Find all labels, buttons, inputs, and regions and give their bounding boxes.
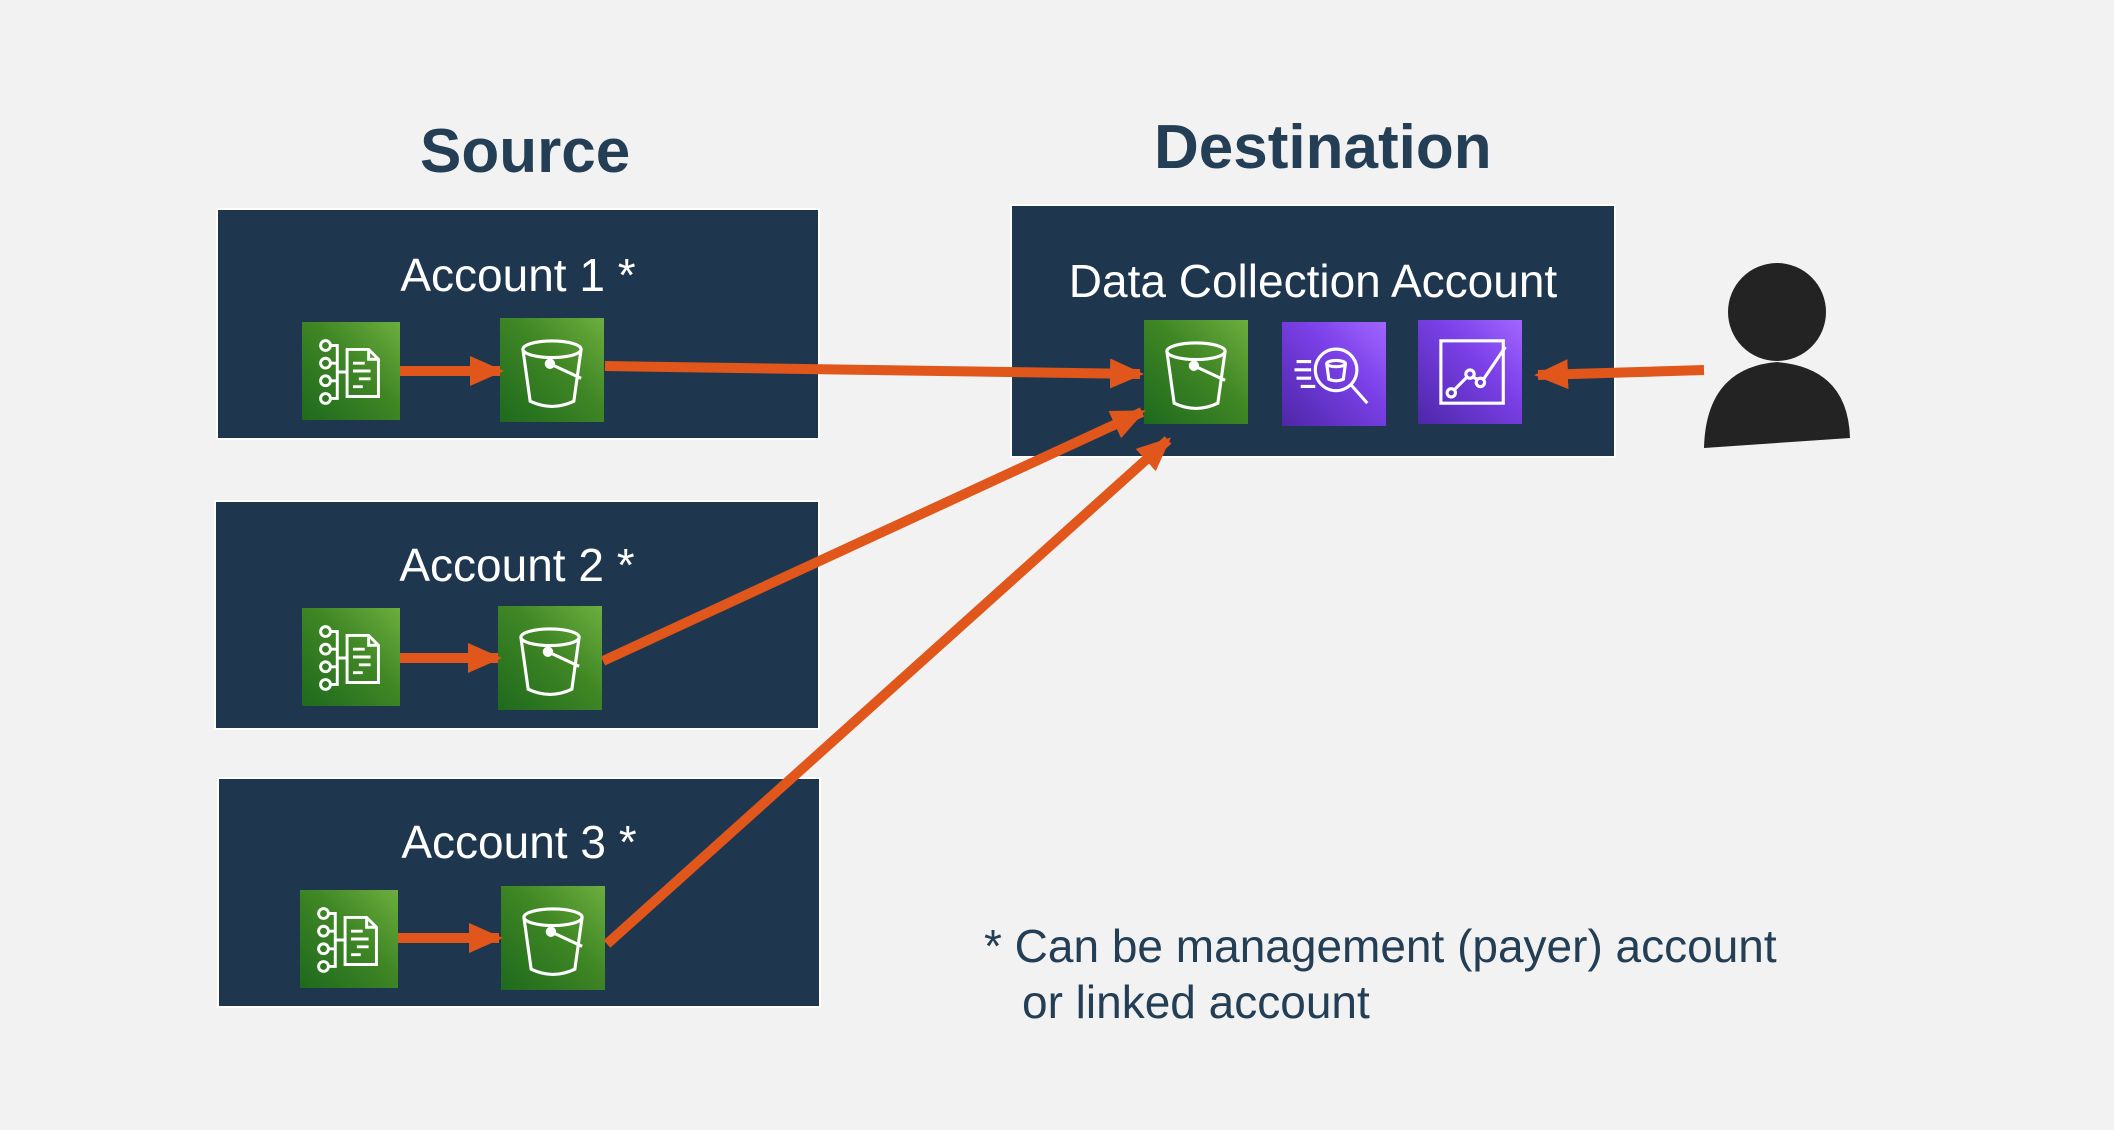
arrow-account-2-to-destination bbox=[600, 407, 1146, 666]
s3-bucket-icon bbox=[1144, 320, 1248, 424]
account-1-label: Account 1 * bbox=[400, 249, 636, 301]
destination-heading: Destination bbox=[1154, 113, 1492, 182]
arrow-account-1-to-destination bbox=[604, 358, 1144, 389]
s3-bucket-icon bbox=[500, 318, 604, 422]
cur-report-icon bbox=[302, 322, 400, 420]
source-account-3-box: Account 3 * bbox=[219, 779, 819, 1006]
arrow-account-3-to-destination bbox=[603, 436, 1172, 948]
account-2-label: Account 2 * bbox=[399, 539, 635, 591]
source-account-2-box: Account 2 * bbox=[216, 502, 818, 728]
account-3-label: Account 3 * bbox=[401, 816, 637, 868]
arrow-user-to-quicksight bbox=[1534, 359, 1705, 390]
footnote-line-2: or linked account bbox=[1022, 976, 1370, 1028]
s3-bucket-icon bbox=[498, 606, 602, 710]
source-heading: Source bbox=[420, 117, 631, 186]
cur-report-icon bbox=[300, 890, 398, 988]
footnote-line-1: * Can be management (payer) account bbox=[984, 920, 1777, 972]
s3-bucket-icon bbox=[501, 886, 605, 990]
cur-report-icon bbox=[302, 608, 400, 706]
quicksight-icon bbox=[1418, 320, 1522, 424]
data-collection-account-label: Data Collection Account bbox=[1068, 255, 1558, 307]
footnote: * Can be management (payer) account or l… bbox=[984, 918, 1777, 1030]
athena-icon bbox=[1282, 322, 1386, 426]
user-icon bbox=[1704, 263, 1850, 448]
source-account-1-box: Account 1 * bbox=[218, 210, 818, 438]
